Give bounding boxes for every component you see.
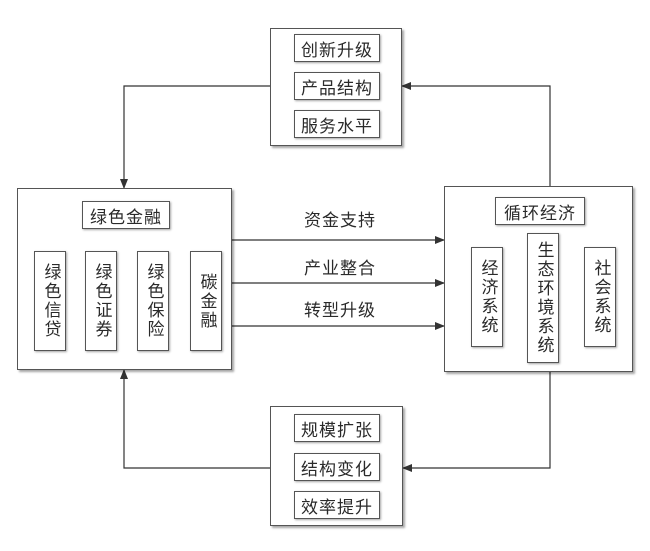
bottom-item-1: 规模扩张 xyxy=(294,414,380,442)
green-finance-title: 绿色金融 xyxy=(82,201,170,229)
green-finance-item-4: 碳金融 xyxy=(190,251,222,351)
circular-item-3: 社会系统 xyxy=(584,247,616,347)
green-finance-box: 绿色金融 绿色信贷 绿色证券 绿色保险 碳金融 xyxy=(17,188,232,370)
bottom-item-2: 结构变化 xyxy=(294,453,380,481)
arrow-top-to-green-finance xyxy=(120,85,270,189)
arrow-circular-to-bottom xyxy=(402,372,551,472)
flow-label-2: 产业整合 xyxy=(304,259,376,279)
top-item-2: 产品结构 xyxy=(294,72,380,100)
circular-economy-box: 循环经济 经济系统 生态环境系统 社会系统 xyxy=(444,186,633,372)
top-item-1: 创新升级 xyxy=(294,34,380,62)
arrow-bottom-to-green-finance xyxy=(120,369,270,469)
arrow-circular-to-top xyxy=(401,82,551,186)
green-finance-item-3: 绿色保险 xyxy=(137,251,169,351)
bottom-group-box: 规模扩张 结构变化 效率提升 xyxy=(270,406,403,526)
flow-label-1: 资金支持 xyxy=(304,211,376,231)
circular-item-1: 经济系统 xyxy=(471,247,503,347)
green-finance-item-1: 绿色信贷 xyxy=(34,251,66,351)
top-group-box: 创新升级 产品结构 服务水平 xyxy=(270,28,402,146)
flow-label-3: 转型升级 xyxy=(304,301,376,321)
circular-item-2: 生态环境系统 xyxy=(527,233,559,363)
green-finance-item-2: 绿色证券 xyxy=(85,251,117,351)
bottom-item-3: 效率提升 xyxy=(294,491,380,519)
top-item-3: 服务水平 xyxy=(294,110,380,138)
circular-economy-title: 循环经济 xyxy=(495,197,585,225)
